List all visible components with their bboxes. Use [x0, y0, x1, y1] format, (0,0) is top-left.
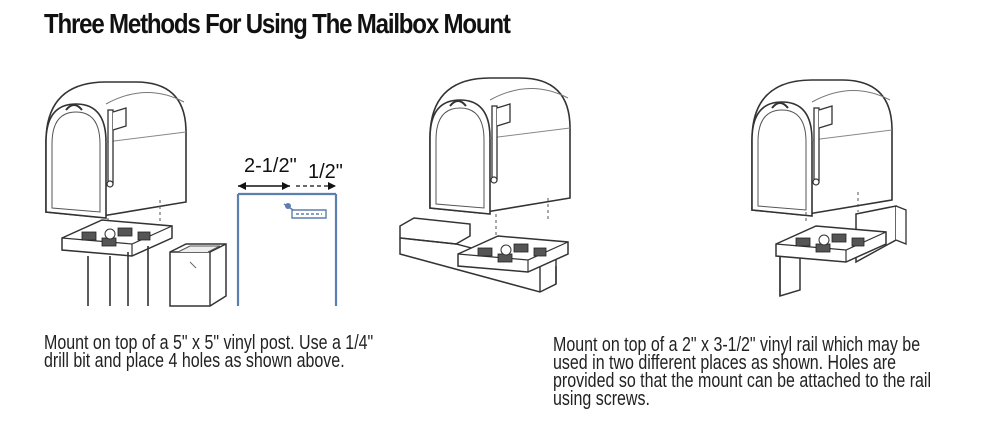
caption-line: used in two different places as shown. H… — [553, 352, 897, 374]
offset-dimension-label: 1/2" — [308, 161, 343, 183]
caption-line: using screws. — [553, 388, 650, 410]
method-rail-front-illustration — [399, 77, 571, 293]
drill-hole-icon — [283, 203, 327, 219]
mailbox-mount-icon — [775, 225, 887, 263]
width-dimension-label: 2-1/2" — [244, 155, 297, 177]
mailbox-mount-icon — [61, 219, 173, 257]
post-method-caption: Mount on top of a 5" x 5" vinyl post. Us… — [44, 332, 374, 372]
caption-line: Mount on top of a 5" x 5" vinyl post. Us… — [44, 332, 374, 354]
method-post-illustration — [45, 81, 227, 307]
vinyl-post-icon — [169, 243, 227, 307]
caption-line: drill bit and place 4 holes as shown abo… — [44, 350, 345, 372]
mailbox-icon — [751, 79, 893, 217]
caption-line: Mount on top of a 2" x 3-1/2" vinyl rail… — [553, 334, 921, 356]
caption-line: provided so that the mount can be attach… — [553, 370, 932, 392]
mailbox-icon — [429, 77, 571, 215]
method-rail-side-illustration — [751, 79, 907, 298]
dimension-diagram: 2-1/2" 1/2" — [236, 155, 343, 306]
mailbox-icon — [45, 81, 187, 219]
rail-method-caption: Mount on top of a 2" x 3-1/2" vinyl rail… — [553, 334, 932, 410]
page-title: Three Methods For Using The Mailbox Moun… — [44, 8, 511, 39]
